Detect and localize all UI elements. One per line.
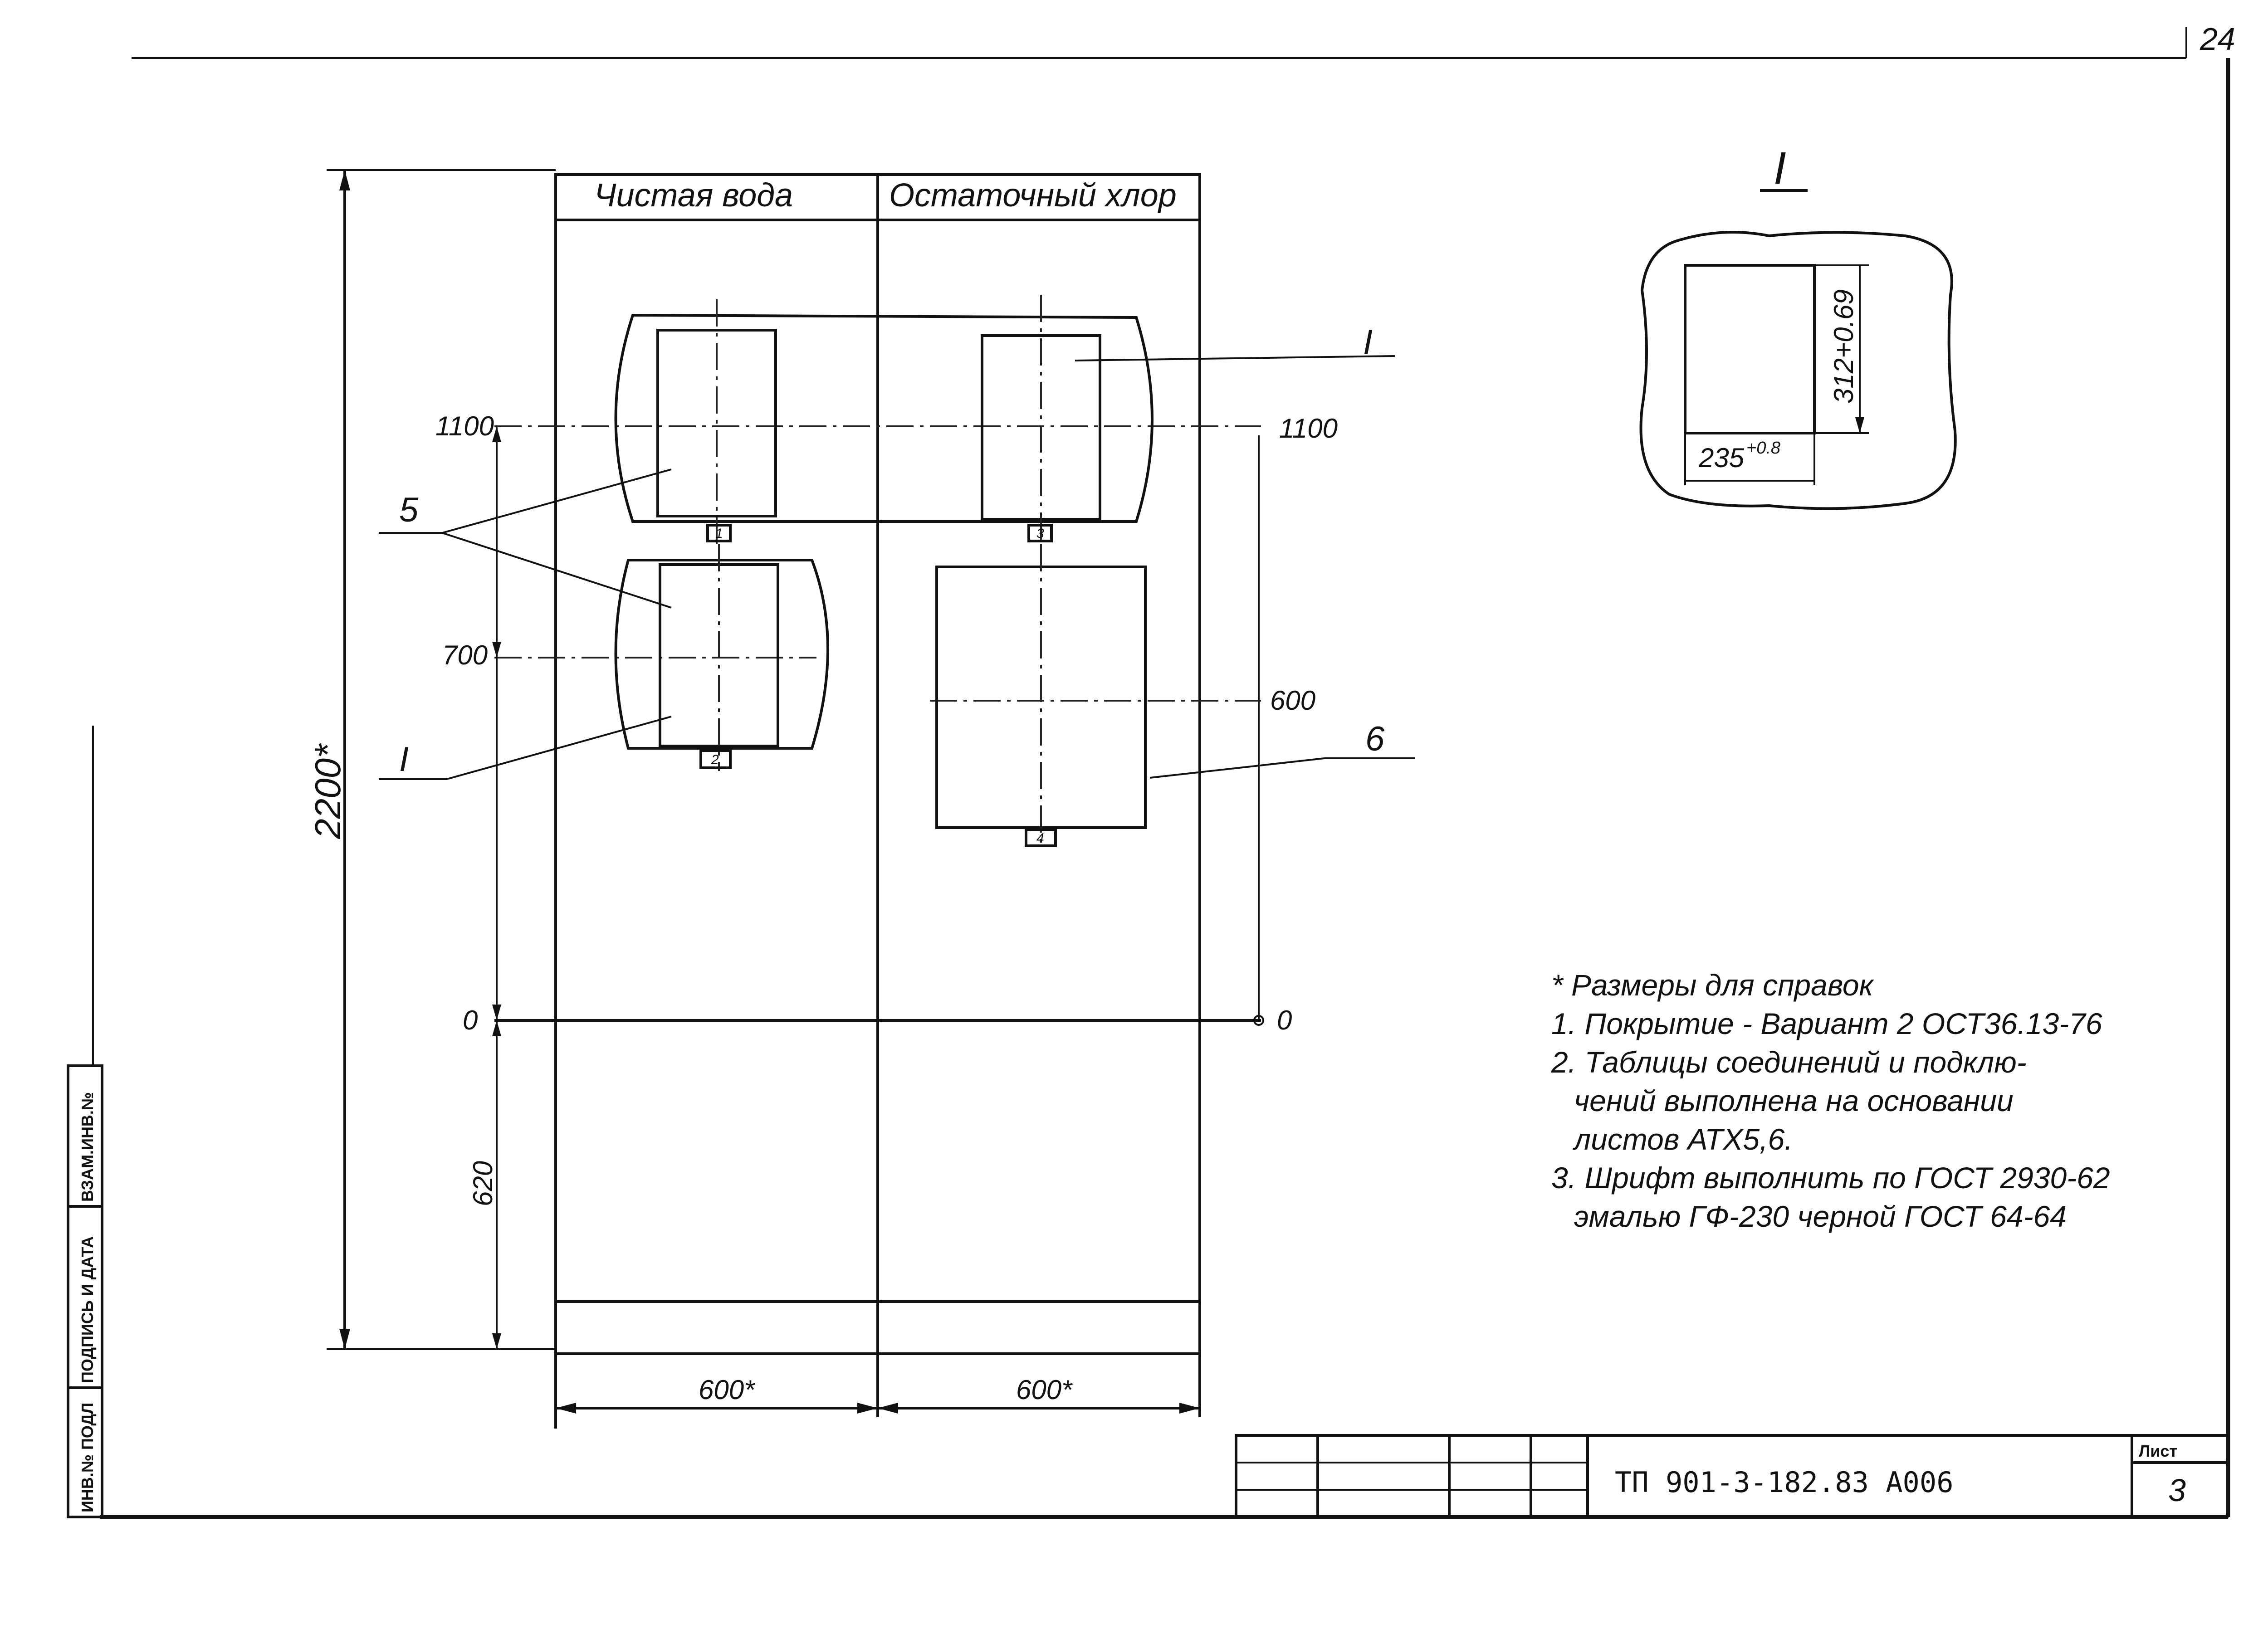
top-mounting-plate [614, 313, 1154, 523]
tag-box [1025, 829, 1057, 847]
page-number: 24 [2200, 21, 2235, 57]
detail-dimensions [1684, 264, 1869, 485]
note-line-1: 1. Покрытие - Вариант 2 ОСТ36.13-76 [1551, 1007, 2102, 1040]
tag-label: 1 [715, 526, 723, 541]
left-level-dimension [492, 426, 501, 1349]
instrument-pure-water-upper [656, 329, 777, 517]
width-left-label: 600* [699, 1375, 755, 1405]
sheet-frame [100, 27, 2230, 1519]
sheet-label: Лист [2139, 1442, 2177, 1460]
note-line-5: 3. Шрифт выполнить по ГОСТ 2930-62 [1551, 1161, 2110, 1195]
note-line-3: чений выполнена на основании [1574, 1084, 2014, 1117]
note-line-4: листов АТХ5,6. [1572, 1122, 1793, 1156]
level-1100-left: 1100 [435, 411, 494, 441]
lower-left-mounting-plate [614, 559, 829, 750]
width-dimension [556, 1403, 1200, 1414]
base-dim-label: 620 [468, 1161, 498, 1206]
column-right-title: Остаточный хлор [889, 177, 1177, 214]
note-line-6: эмалью ГФ-230 черной ГОСТ 64-64 [1574, 1200, 2067, 1233]
tag-box [699, 749, 732, 769]
tag-label: 2 [711, 752, 719, 767]
side-inv-replace: ВЗАМ.ИНВ.№ [78, 1092, 97, 1202]
right-level-dimension [1253, 435, 1264, 1026]
tag-box [1027, 524, 1053, 542]
detail-width: 235 [1698, 443, 1745, 473]
level-0-left: 0 [463, 1005, 478, 1035]
width-right-label: 600* [1016, 1375, 1073, 1405]
note-line-2: 2. Таблицы соединений и подклю- [1551, 1045, 2027, 1079]
note-line-0: * Размеры для справок [1551, 968, 1875, 1002]
level-0-right: 0 [1277, 1005, 1292, 1035]
title-block [1235, 1434, 2229, 1518]
height-dim-label: 2200* [308, 743, 348, 839]
tag-label: 3 [1036, 526, 1044, 541]
document-code: ТП 901-3-182.83 А006 [1615, 1466, 1954, 1499]
sheet-number: 3 [2168, 1473, 2186, 1508]
callout-I-top: I [1363, 323, 1373, 361]
side-sign-date: ПОДПИСЬ И ДАТА [78, 1236, 97, 1383]
detail-cutout-rect [1684, 264, 1816, 434]
detail-title: I [1774, 143, 1786, 194]
level-700-label: 700 [442, 640, 488, 670]
detail-height: 312+0.69 [1828, 289, 1859, 404]
tag-box [706, 524, 732, 542]
detail-cutout-outline [1639, 231, 1957, 510]
side-stamp [67, 726, 103, 1518]
column-left-title: Чистая вода [594, 177, 793, 214]
height-dimension [327, 169, 556, 1350]
tag-label: 4 [1036, 831, 1044, 846]
level-1100-right: 1100 [1279, 413, 1338, 444]
callout-I-left: I [399, 740, 409, 779]
detail-width-tol: +0.8 [1746, 439, 1780, 458]
side-inv-orig: ИНВ.№ ПОДЛ [78, 1403, 97, 1512]
panel-outline [554, 173, 1201, 1429]
level-600-label: 600 [1270, 685, 1315, 716]
callout-6: 6 [1365, 720, 1385, 758]
leader-lines [379, 355, 1415, 780]
callout-5: 5 [399, 491, 419, 529]
